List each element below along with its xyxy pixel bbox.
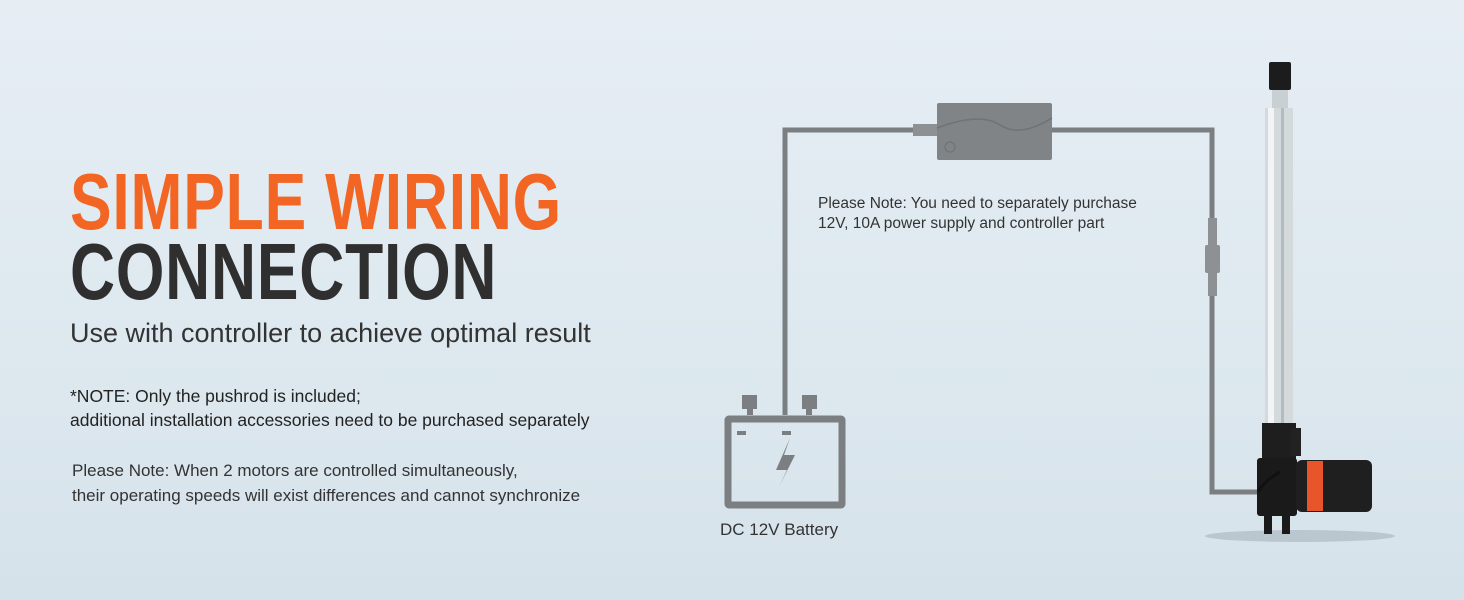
adapter-plug	[913, 124, 937, 136]
power-supply-note: Please Note: You need to separately purc…	[818, 194, 1137, 234]
sync-note: Please Note: When 2 motors are controlle…	[72, 458, 580, 508]
battery-icon	[724, 395, 846, 509]
subtitle: Use with controller to achieve optimal r…	[70, 318, 591, 348]
power-supply-note-line-2: 12V, 10A power supply and controller par…	[818, 215, 1105, 232]
included-note: *NOTE: Only the pushrod is included; add…	[70, 384, 590, 432]
power-supply-note-line-1: Please Note: You need to separately purc…	[818, 195, 1137, 212]
power-adapter-icon	[936, 103, 1053, 160]
title-line-2: CONNECTION	[70, 227, 498, 316]
inline-connector-icon	[1205, 218, 1220, 296]
included-note-line-1: *NOTE: Only the pushrod is included;	[70, 386, 361, 406]
battery-label: DC 12V Battery	[720, 520, 839, 539]
included-note-line-2: additional installation accessories need…	[70, 410, 590, 430]
linear-actuator-image	[1205, 62, 1395, 542]
title-line-1: SIMPLE WIRING	[70, 157, 563, 246]
sync-note-line-2: their operating speeds will exist differ…	[72, 486, 581, 505]
sync-note-line-1: Please Note: When 2 motors are controlle…	[72, 461, 518, 480]
wires	[782, 127, 1258, 495]
